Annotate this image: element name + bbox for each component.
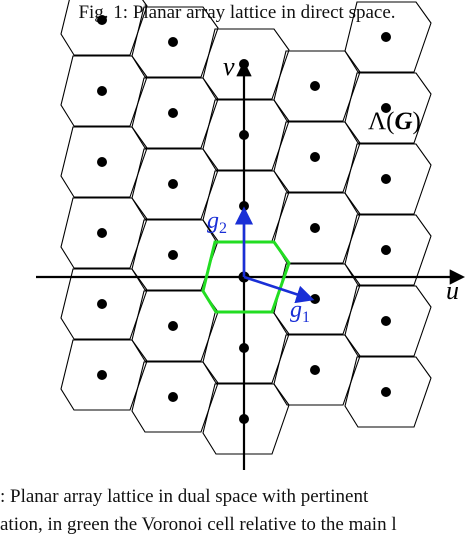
lattice-point [381,174,391,184]
voronoi-cell [344,214,432,286]
lattice-point [97,157,107,167]
lattice-point [168,392,178,402]
lattice-point [168,37,178,47]
lattice-point [97,228,107,238]
lattice-point [97,86,107,96]
voronoi-cell [344,1,432,73]
voronoi-cell [344,356,432,428]
lattice-point [239,59,249,69]
lattice-point [381,387,391,397]
voronoi-cell [131,361,219,433]
lattice-point [310,365,320,375]
voronoi-cell [344,72,432,144]
voronoi-cell [344,143,432,215]
lattice-points [97,15,391,424]
g1-subscript: 1 [302,309,310,326]
lattice-point [239,201,249,211]
g2-label: g2 [207,208,227,237]
lattice-point [310,81,320,91]
lattice-point [168,250,178,260]
lattice-point [168,179,178,189]
voronoi-cell [131,77,219,149]
voronoi-cell [60,0,148,56]
g1-label: g1 [290,297,310,326]
lattice-point [310,152,320,162]
lattice-point [381,316,391,326]
figure-2-caption-line-2: ation, in green the Voronoi cell relativ… [0,514,397,535]
voronoi-cell [131,6,219,78]
figure-2-caption-line-1: : Planar array lattice in dual space wit… [0,486,369,507]
g2-subscript: 2 [219,220,227,237]
basis-vector-g1 [243,275,315,304]
voronoi-cell [344,285,432,357]
voronoi-cell [131,148,219,220]
lattice-point [381,32,391,42]
lattice-point [97,370,107,380]
lattice-point [239,343,249,353]
lattice-point [239,414,249,424]
main-voronoi-cell [201,240,291,314]
lattice-point [310,223,320,233]
axis-v-label: v [223,52,235,81]
voronoi-cells [60,0,432,455]
voronoi-cell [131,219,219,291]
lattice-point [381,103,391,113]
lattice-point [97,299,107,309]
lattice-point [168,321,178,331]
lattice-point [168,108,178,118]
axis-u-label: u [446,276,459,305]
lattice-point [239,130,249,140]
lattice-point [310,294,320,304]
lattice-label: Λ(G) [368,108,421,135]
lattice-point [97,15,107,25]
lattice-point [381,245,391,255]
